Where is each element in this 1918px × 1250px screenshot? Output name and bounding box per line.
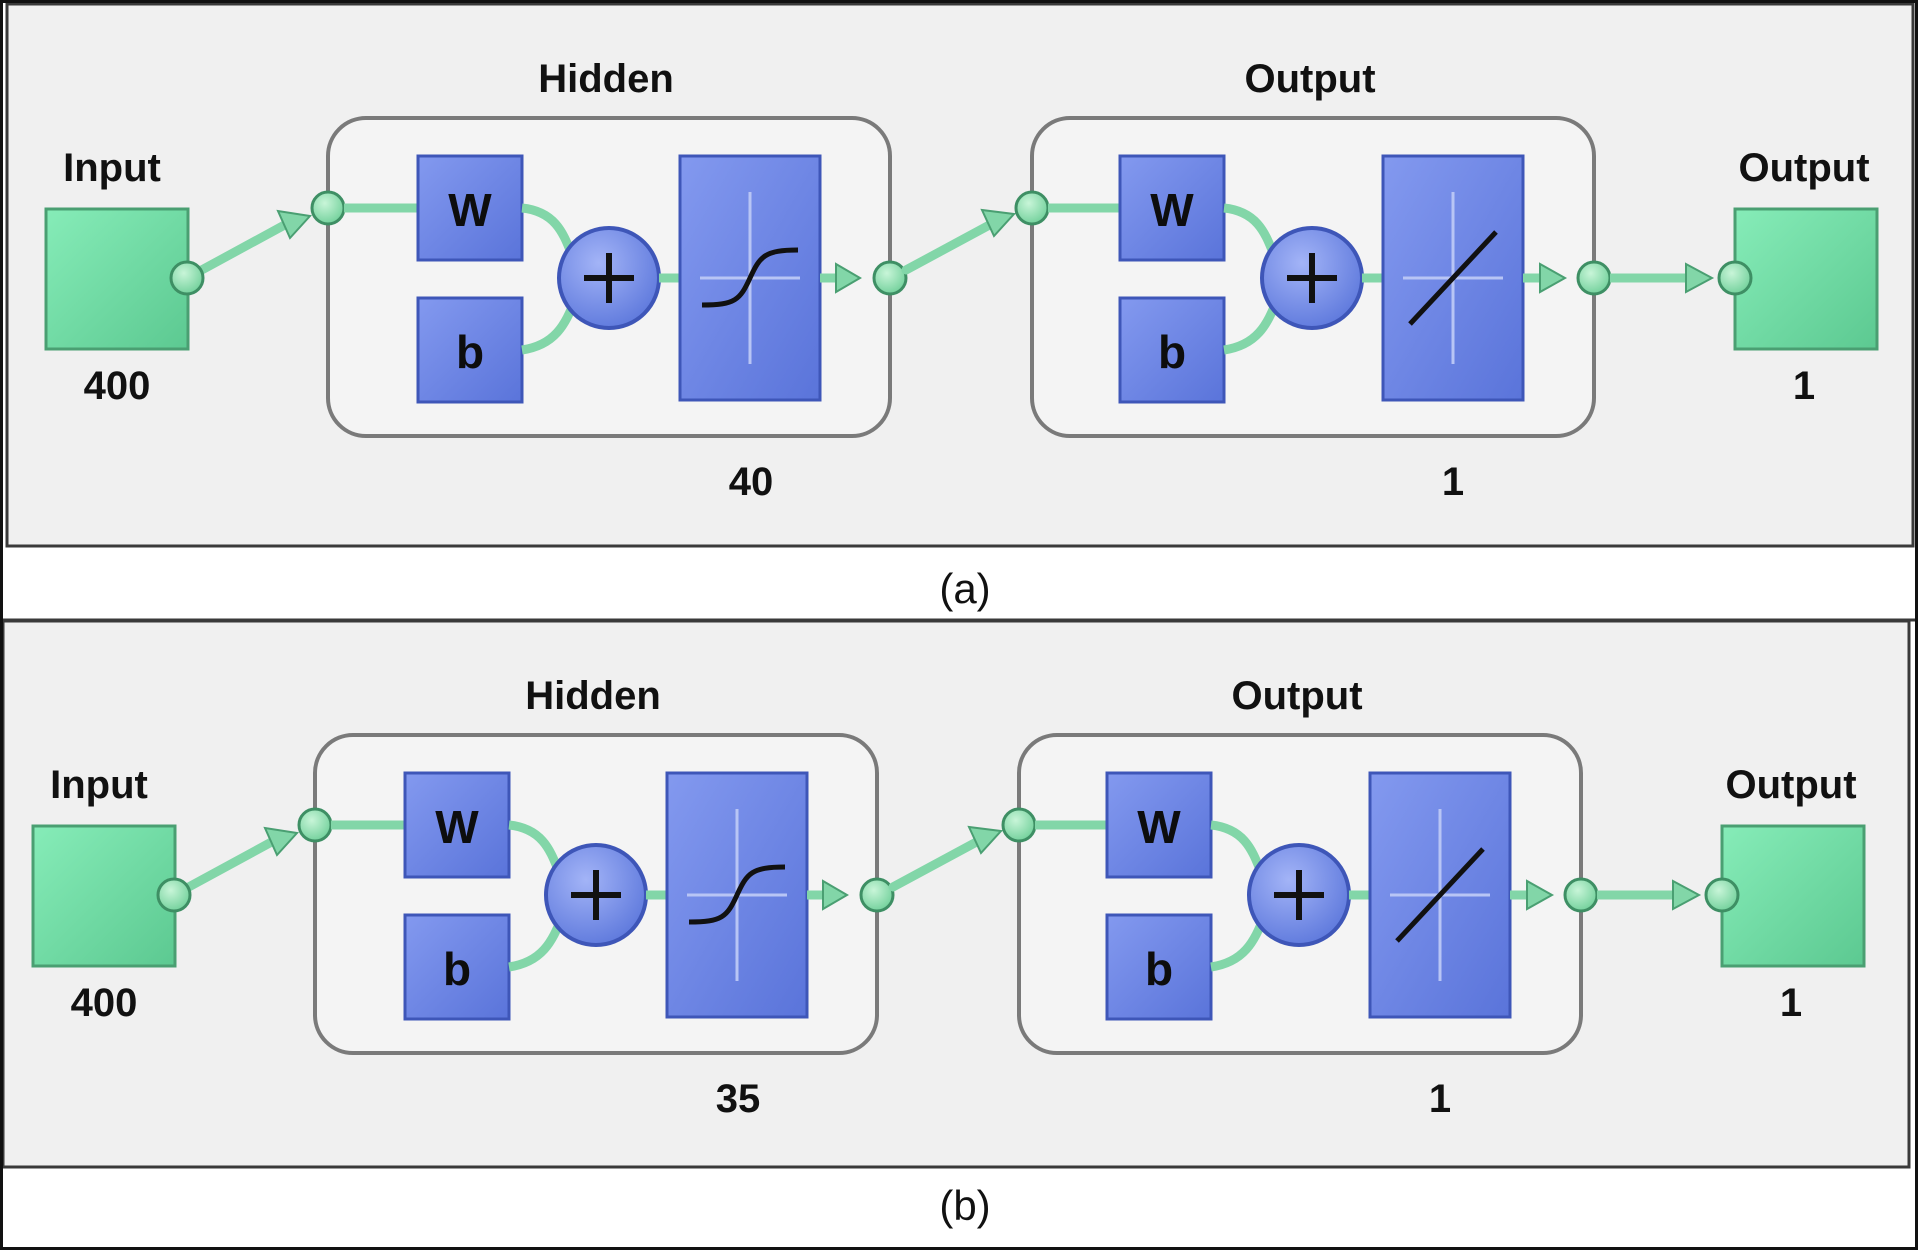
hidden-layer-size: 40	[729, 460, 774, 504]
connector-node	[1704, 877, 1740, 913]
bias-block	[1118, 296, 1226, 404]
arrowhead-icon	[967, 825, 1004, 855]
connector-input-hidden	[182, 217, 295, 283]
hidden-layer-title: Hidden	[538, 57, 674, 101]
plus-icon	[571, 870, 621, 920]
output-layer-size: 1	[1442, 460, 1464, 504]
weight-label: W	[1150, 184, 1194, 236]
arrowhead-icon	[980, 208, 1017, 238]
connector-node	[1717, 260, 1753, 296]
panel-caption: (b)	[939, 1182, 990, 1229]
output-label: Output	[1725, 763, 1856, 807]
bias-label: b	[456, 326, 484, 378]
hidden-layer-size: 35	[716, 1077, 761, 1121]
bias-label: b	[1145, 943, 1173, 995]
panel-a: Input 400 Hidden W b 40 Output	[5, 2, 1915, 612]
panel-b: Input 400 Hidden W b 35 Output W	[1, 619, 1911, 1229]
connector-node	[1576, 260, 1612, 296]
connector-node	[156, 877, 192, 913]
purelin-icon	[1408, 230, 1498, 326]
purelin-icon	[1395, 847, 1485, 943]
tansig-icon	[701, 247, 799, 308]
bias-block	[416, 296, 524, 404]
arrowhead-icon	[263, 826, 299, 857]
output-label: Output	[1738, 146, 1869, 190]
connector-hidden-output	[888, 834, 987, 892]
weight-label: W	[448, 184, 492, 236]
weight-block	[1118, 154, 1226, 262]
output-block	[1720, 824, 1866, 968]
weight-block	[416, 154, 524, 262]
input-size: 400	[71, 981, 138, 1025]
input-label: Input	[50, 763, 148, 807]
arrowhead-icon	[1539, 262, 1568, 294]
arrowhead-icon	[276, 209, 312, 240]
weight-block	[1105, 771, 1213, 879]
bias-label: b	[1158, 326, 1186, 378]
connector-node	[1001, 807, 1037, 843]
input-label: Input	[63, 146, 161, 190]
plus-icon	[584, 253, 634, 303]
output-block	[1733, 207, 1879, 351]
output-size: 1	[1793, 364, 1815, 408]
connector-node	[297, 807, 333, 843]
plus-icon	[1287, 253, 1337, 303]
plus-icon	[1274, 870, 1324, 920]
arrowhead-icon	[835, 262, 862, 294]
connector-node	[872, 260, 908, 296]
panel-caption: (a)	[939, 565, 990, 612]
output-size: 1	[1780, 981, 1802, 1025]
tansig-icon	[688, 864, 786, 925]
output-layer-title: Output	[1244, 57, 1375, 101]
connector-node	[169, 260, 205, 296]
weight-block	[403, 771, 511, 879]
input-size: 400	[84, 364, 151, 408]
weight-label: W	[435, 801, 479, 853]
arrowhead-icon	[1672, 879, 1702, 911]
connector-node	[859, 877, 895, 913]
connector-node	[310, 190, 346, 226]
connector-input-hidden	[169, 834, 282, 900]
connector-node	[1563, 877, 1599, 913]
input-block	[44, 207, 190, 351]
input-block	[31, 824, 177, 968]
connector-node	[1014, 190, 1050, 226]
output-layer-size: 1	[1429, 1077, 1451, 1121]
weight-label: W	[1137, 801, 1181, 853]
arrowhead-icon	[1526, 879, 1555, 911]
arrowhead-icon	[822, 879, 849, 911]
arrowhead-icon	[1685, 262, 1715, 294]
connector-hidden-output	[901, 217, 1000, 275]
bias-label: b	[443, 943, 471, 995]
output-layer-title: Output	[1231, 674, 1362, 718]
hidden-layer-title: Hidden	[525, 674, 661, 718]
